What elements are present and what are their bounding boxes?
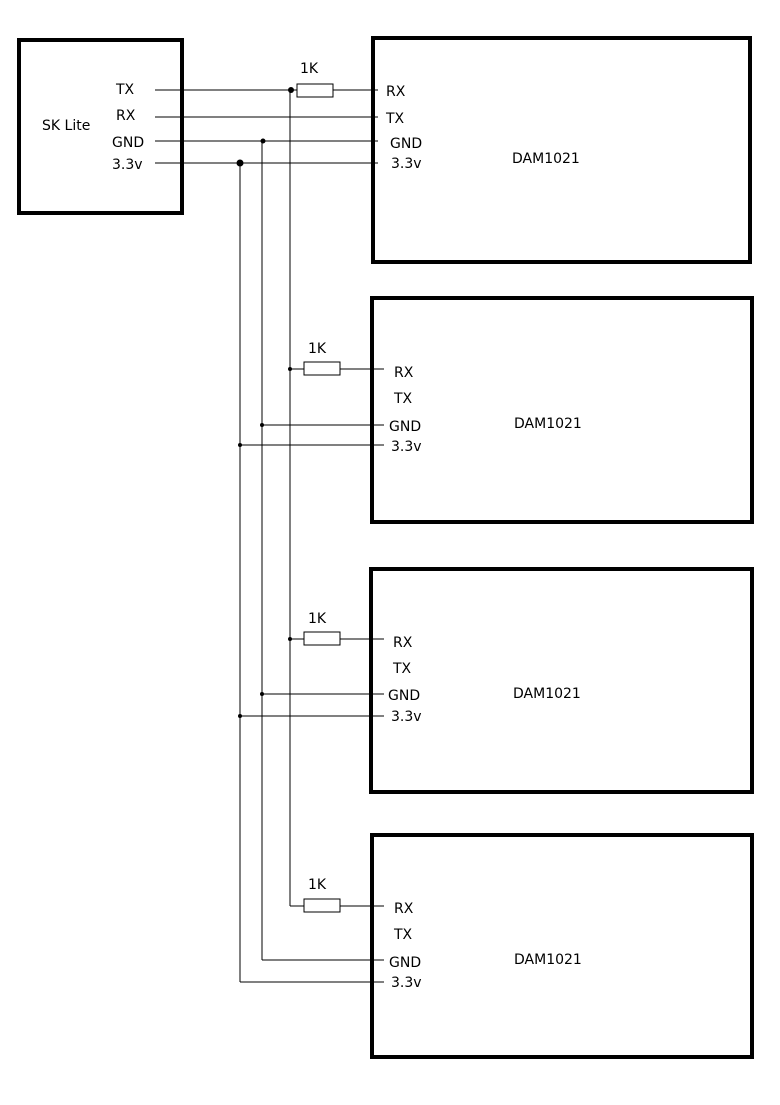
dam-module-2: DAM1021 RX TX GND 3.3v 1K: [308, 296, 754, 524]
resistor-value-label: 1K: [308, 611, 327, 627]
dam-module-box: [369, 567, 754, 794]
resistor-3: [303, 631, 341, 646]
dam-gnd-label: GND: [389, 955, 421, 971]
dam-tx-label: TX: [385, 111, 405, 127]
resistor-value-label: 1K: [308, 341, 327, 357]
dam-vcc-label: 3.3v: [391, 439, 422, 455]
resistor-2: [303, 361, 341, 376]
resistor-value-label: 1K: [308, 877, 327, 893]
dam-vcc-label: 3.3v: [391, 975, 422, 991]
sk-lite-label: SK Lite: [42, 118, 90, 134]
dam-gnd-label: GND: [388, 688, 420, 704]
dam-vcc-label: 3.3v: [391, 156, 422, 172]
junction-dot: [288, 367, 292, 371]
junction-dot: [238, 714, 242, 718]
dam-vcc-label: 3.3v: [391, 709, 422, 725]
dam-module-box: [371, 36, 752, 264]
dam-tx-label: TX: [393, 927, 413, 943]
junction-dot: [238, 443, 242, 447]
dam-rx-label: RX: [394, 365, 414, 381]
dam-tx-label: TX: [392, 661, 412, 677]
dam-module-box: [370, 296, 754, 524]
junction-dot: [236, 159, 244, 167]
dam-module-label: DAM1021: [514, 952, 582, 968]
junction-dot: [288, 87, 294, 93]
dam-gnd-label: GND: [390, 136, 422, 152]
dam-rx-label: RX: [393, 635, 413, 651]
resistor-4: [303, 898, 341, 913]
dam-module-box: [370, 833, 754, 1059]
dam-rx-label: RX: [394, 901, 414, 917]
dam-gnd-label: GND: [389, 419, 421, 435]
dam-module-3: DAM1021 RX TX GND 3.3v 1K: [308, 567, 754, 794]
dam-module-label: DAM1021: [513, 686, 581, 702]
dam-module-label: DAM1021: [512, 151, 580, 167]
resistor-1: [296, 83, 334, 98]
junction-dot: [260, 423, 264, 427]
dam-rx-label: RX: [386, 84, 406, 100]
sk-lite-tx-label: TX: [115, 82, 135, 98]
sk-lite-gnd-label: GND: [112, 135, 144, 151]
dam-module-label: DAM1021: [514, 416, 582, 432]
wires: [155, 89, 384, 983]
sk-lite-box: [17, 38, 184, 215]
junction-dot: [288, 637, 292, 641]
sk-lite-rx-label: RX: [116, 108, 136, 124]
resistor-value-label: 1K: [300, 61, 319, 77]
dam-module-4: DAM1021 RX TX GND 3.3v 1K: [308, 833, 754, 1059]
junction-dot: [260, 692, 264, 696]
sk-lite-vcc-label: 3.3v: [112, 157, 143, 173]
dam-module-1: DAM1021 RX TX GND 3.3v 1K: [300, 36, 752, 264]
dam-tx-label: TX: [393, 391, 413, 407]
junction-dot: [260, 138, 266, 144]
junctions: [236, 87, 294, 718]
